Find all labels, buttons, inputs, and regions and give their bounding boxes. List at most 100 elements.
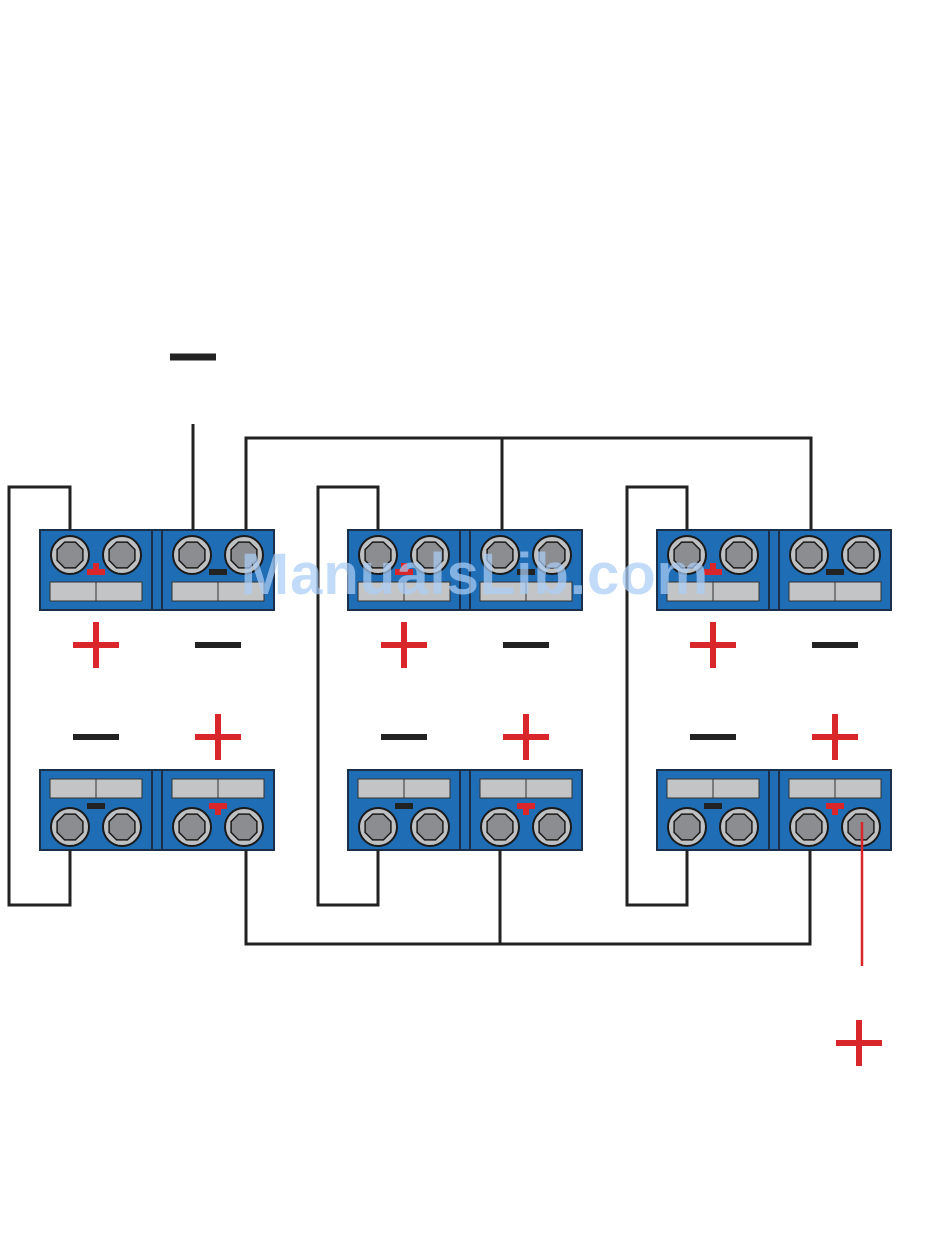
battery-top-1-2-marker-minus bbox=[209, 569, 227, 575]
battery-bottom-3-1-terminal-left bbox=[668, 808, 706, 846]
battery-bottom-3-1-terminal-right-nut bbox=[726, 814, 752, 840]
battery-top-3-1-terminal-right-nut bbox=[726, 542, 752, 568]
battery-bottom-1-1-marker-minus bbox=[87, 803, 105, 809]
top-polarity-sign-3-2 bbox=[812, 642, 858, 648]
pair-3-top-spacer bbox=[769, 530, 779, 610]
battery-top-3-2-terminal-right-nut bbox=[848, 542, 874, 568]
battery-top-3-2 bbox=[779, 530, 891, 610]
battery-bottom-3-1-terminal-right bbox=[720, 808, 758, 846]
battery-top-2-2-marker-minus bbox=[517, 569, 535, 575]
battery-bottom-1-2 bbox=[162, 770, 274, 850]
battery-bottom-1-2-terminal-left bbox=[173, 808, 211, 846]
battery-top-1-1-terminal-left bbox=[51, 536, 89, 574]
battery-top-1-2-label-panel-right bbox=[218, 582, 264, 601]
battery-top-1-1-marker-plus-v bbox=[93, 563, 99, 575]
battery-bottom-2-2-label-panel-left bbox=[480, 779, 526, 798]
battery-top-3-1 bbox=[657, 530, 769, 610]
battery-top-1-2-terminal-left-nut bbox=[179, 542, 205, 568]
battery-bottom-2-2-terminal-right bbox=[533, 808, 571, 846]
battery-bottom-2-2-marker-plus-v bbox=[523, 803, 529, 815]
battery-bottom-1-2-terminal-left-nut bbox=[179, 814, 205, 840]
battery-top-2-2 bbox=[470, 530, 582, 610]
battery-top-3-1-terminal-left bbox=[668, 536, 706, 574]
system-negative-sign-bar-h bbox=[170, 354, 216, 361]
battery-top-3-1-marker-plus-v bbox=[710, 563, 716, 575]
bottom-polarity-sign-3-2 bbox=[812, 714, 858, 760]
battery-top-2-1-terminal-right-nut bbox=[417, 542, 443, 568]
battery-top-1-2-terminal-left bbox=[173, 536, 211, 574]
battery-bottom-2-1-label-panel-right bbox=[404, 779, 450, 798]
battery-top-2-1-terminal-left bbox=[359, 536, 397, 574]
top-negative-bus bbox=[246, 438, 811, 530]
battery-top-2-1-marker-plus-v bbox=[401, 563, 407, 575]
battery-bottom-3-1-label-panel-right bbox=[713, 779, 759, 798]
battery-bottom-3-2 bbox=[779, 770, 891, 850]
battery-bottom-1-1-terminal-left bbox=[51, 808, 89, 846]
battery-bottom-3-2-terminal-left-nut bbox=[796, 814, 822, 840]
bottom-polarity-sign-3-1-bar-h bbox=[690, 734, 736, 740]
battery-top-1-2-terminal-right bbox=[225, 536, 263, 574]
top-polarity-sign-2-2 bbox=[503, 642, 549, 648]
top-polarity-sign-3-1-bar-v bbox=[710, 622, 716, 668]
top-polarity-sign-1-1-bar-v bbox=[93, 622, 99, 668]
battery-top-2-1-label-panel-left bbox=[358, 582, 404, 601]
battery-bottom-2-2-terminal-right-nut bbox=[539, 814, 565, 840]
battery-top-3-2-terminal-left bbox=[790, 536, 828, 574]
top-polarity-sign-2-2-bar-h bbox=[503, 642, 549, 648]
battery-bottom-3-2-marker-plus-v bbox=[832, 803, 838, 815]
battery-bottom-1-1-terminal-right-nut bbox=[109, 814, 135, 840]
battery-bottom-2-1-terminal-left-nut bbox=[365, 814, 391, 840]
pair-3-bottom-spacer bbox=[769, 770, 779, 850]
battery-bottom-2-1-label-panel-left bbox=[358, 779, 404, 798]
battery-bottom-1-1-label-panel-right bbox=[96, 779, 142, 798]
bottom-polarity-sign-1-2 bbox=[195, 714, 241, 760]
bottom-polarity-sign-2-1-bar-h bbox=[381, 734, 427, 740]
battery-bottom-1-1-terminal-right bbox=[103, 808, 141, 846]
system-negative-sign bbox=[170, 354, 216, 361]
top-polarity-sign-1-2-bar-h bbox=[195, 642, 241, 648]
battery-top-3-2-terminal-right bbox=[842, 536, 880, 574]
battery-bottom-3-2-label-panel-left bbox=[789, 779, 835, 798]
battery-bottom-2-1-terminal-right bbox=[411, 808, 449, 846]
battery-bottom-1-1-terminal-left-nut bbox=[57, 814, 83, 840]
pair-1-bottom-spacer bbox=[152, 770, 162, 850]
battery-top-3-2-label-panel-left bbox=[789, 582, 835, 601]
battery-top-3-1-terminal-left-nut bbox=[674, 542, 700, 568]
battery-top-2-2-label-panel-right bbox=[526, 582, 572, 601]
battery-top-1-1-terminal-right bbox=[103, 536, 141, 574]
battery-top-2-2-label-panel-left bbox=[480, 582, 526, 601]
pair-2-bottom-spacer bbox=[460, 770, 470, 850]
battery-bottom-2-1-terminal-left bbox=[359, 808, 397, 846]
battery-top-3-1-terminal-right bbox=[720, 536, 758, 574]
battery-bottom-2-2-label-panel-right bbox=[526, 779, 572, 798]
battery-top-2-2-terminal-left bbox=[481, 536, 519, 574]
bottom-polarity-sign-2-2-bar-v bbox=[523, 714, 529, 760]
battery-top-2-1-terminal-right bbox=[411, 536, 449, 574]
battery-bottom-3-1-terminal-left-nut bbox=[674, 814, 700, 840]
battery-top-1-1-terminal-right-nut bbox=[109, 542, 135, 568]
battery-bottom-1-1 bbox=[40, 770, 152, 850]
bottom-polarity-sign-1-1 bbox=[73, 734, 119, 740]
battery-top-2-1-label-panel-right bbox=[404, 582, 450, 601]
battery-top-2-2-terminal-left-nut bbox=[487, 542, 513, 568]
top-polarity-sign-3-2-bar-h bbox=[812, 642, 858, 648]
battery-bottom-2-1-marker-minus bbox=[395, 803, 413, 809]
battery-top-1-2-label-panel-left bbox=[172, 582, 218, 601]
top-polarity-sign-1-2 bbox=[195, 642, 241, 648]
battery-bottom-2-1 bbox=[348, 770, 460, 850]
bottom-positive-bus bbox=[246, 850, 810, 944]
battery-bottom-3-2-terminal-left bbox=[790, 808, 828, 846]
bottom-polarity-sign-2-2 bbox=[503, 714, 549, 760]
battery-top-2-2-terminal-right-nut bbox=[539, 542, 565, 568]
top-polarity-sign-1-1 bbox=[73, 622, 119, 668]
battery-top-1-2 bbox=[162, 530, 274, 610]
battery-bottom-1-2-marker-plus-v bbox=[215, 803, 221, 815]
battery-top-2-1-terminal-left-nut bbox=[365, 542, 391, 568]
bottom-polarity-sign-3-1 bbox=[690, 734, 736, 740]
battery-top-3-2-terminal-left-nut bbox=[796, 542, 822, 568]
pair-2-top-spacer bbox=[460, 530, 470, 610]
battery-top-1-1-label-panel-right bbox=[96, 582, 142, 601]
system-positive-sign-bar-v bbox=[856, 1020, 862, 1066]
